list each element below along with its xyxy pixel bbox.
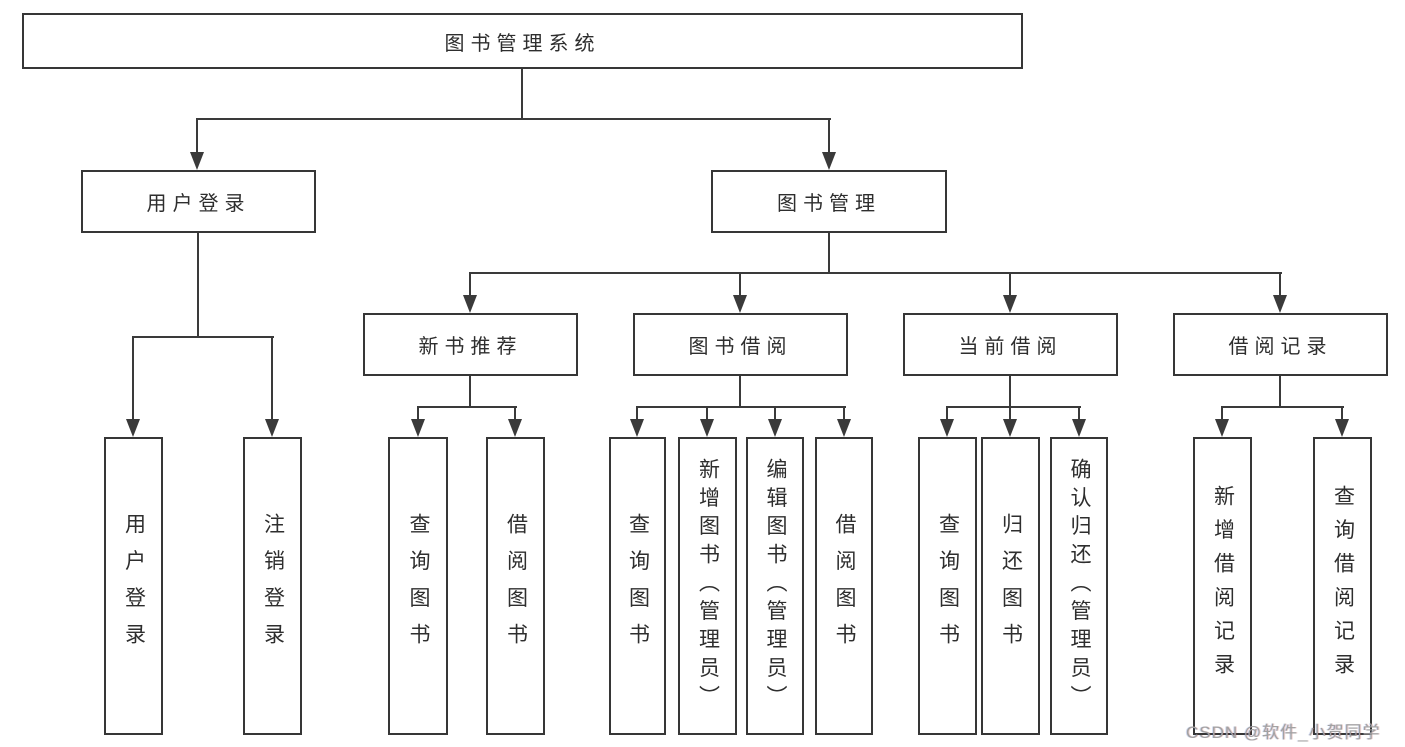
leaf-query-books-current: 查询图书 [918, 437, 977, 735]
connector-vline [828, 233, 830, 274]
node-label: 图书借阅 [688, 336, 793, 358]
connector-vline [417, 406, 419, 421]
arrow-down-icon [1003, 419, 1017, 437]
arrow-down-icon [508, 419, 522, 437]
connector-vline [132, 336, 134, 421]
leaf-edit-book-admin: 编辑图书（管理员） [746, 437, 804, 735]
connector-vline [196, 118, 198, 154]
connector-vline [271, 336, 273, 421]
connector-hline [1222, 406, 1344, 408]
connector-vline [1279, 376, 1281, 408]
connector-vline [828, 118, 830, 154]
connector-vline [197, 233, 199, 338]
leaf-user-login: 用户登录 [104, 437, 163, 735]
leaf-return-book: 归还图书 [981, 437, 1040, 735]
node-label: 图书管理系统 [444, 32, 601, 55]
connector-hline [637, 406, 846, 408]
leaf-confirm-return-admin: 确认归还（管理员） [1050, 437, 1108, 735]
connector-vline [739, 376, 741, 408]
arrow-down-icon [411, 419, 425, 437]
connector-vline [469, 376, 471, 408]
connector-vline [1221, 406, 1223, 421]
arrow-down-icon [733, 295, 747, 313]
connector-vline [1078, 406, 1080, 421]
node-label: 查询图书 [626, 512, 650, 660]
arrow-down-icon [837, 419, 851, 437]
connector-vline [521, 69, 523, 118]
arrow-down-icon [1003, 295, 1017, 313]
node-label: 新书推荐 [418, 336, 523, 358]
connector-vline [1009, 406, 1011, 421]
arrow-down-icon [768, 419, 782, 437]
connector-hline [197, 118, 831, 120]
leaf-query-books-recommend: 查询图书 [388, 437, 448, 735]
leaf-add-book-admin: 新增图书（管理员） [678, 437, 737, 735]
connector-hline [947, 406, 1081, 408]
arrow-down-icon [700, 419, 714, 437]
arrow-down-icon [126, 419, 140, 437]
node-label: 编辑图书（管理员） [764, 458, 788, 714]
node-label: 查询借阅记录 [1331, 485, 1355, 687]
csdn-watermark: CSDN @软件_小贺同学 [1186, 723, 1381, 742]
arrow-down-icon [940, 419, 954, 437]
arrow-down-icon [1273, 295, 1287, 313]
arrow-down-icon [265, 419, 279, 437]
arrow-down-icon [630, 419, 644, 437]
leaf-borrow-books-recommend: 借阅图书 [486, 437, 545, 735]
node-label: 图书管理 [777, 193, 881, 215]
node-label: 归还图书 [999, 512, 1023, 660]
connector-vline [843, 406, 845, 421]
node-label: 新增借阅记录 [1211, 485, 1235, 687]
node-label: 用户登录 [146, 193, 251, 215]
leaf-query-borrow-record: 查询借阅记录 [1313, 437, 1372, 735]
arrow-down-icon [1215, 419, 1229, 437]
node-borrowing-records: 借阅记录 [1173, 313, 1388, 376]
connector-vline [946, 406, 948, 421]
leaf-add-borrow-record: 新增借阅记录 [1193, 437, 1252, 735]
connector-hline [133, 336, 274, 338]
node-label: 借阅图书 [504, 512, 528, 660]
node-new-book-recommendation: 新书推荐 [363, 313, 578, 376]
connector-vline [1009, 376, 1011, 408]
node-label: 注销登录 [261, 512, 285, 660]
node-label: 当前借阅 [958, 336, 1063, 358]
node-book-management-branch: 图书管理 [711, 170, 947, 233]
arrow-down-icon [822, 152, 836, 170]
leaf-logout: 注销登录 [243, 437, 302, 735]
node-label: 借阅记录 [1228, 336, 1333, 358]
connector-vline [1279, 272, 1281, 297]
arrow-down-icon [190, 152, 204, 170]
connector-hline [470, 272, 1282, 274]
node-user-login-branch: 用户登录 [81, 170, 316, 233]
node-label: 借阅图书 [833, 512, 857, 660]
node-label: 查询图书 [936, 512, 960, 660]
node-label: 查询图书 [407, 512, 431, 660]
leaf-query-books-borrowing: 查询图书 [609, 437, 666, 735]
connector-vline [636, 406, 638, 421]
node-current-borrowing: 当前借阅 [903, 313, 1118, 376]
node-label: 用户登录 [122, 512, 146, 660]
arrow-down-icon [463, 295, 477, 313]
connector-vline [469, 272, 471, 297]
connector-hline [418, 406, 517, 408]
connector-vline [739, 272, 741, 297]
node-book-borrowing: 图书借阅 [633, 313, 848, 376]
connector-vline [1009, 272, 1011, 297]
node-label: 新增图书（管理员） [696, 458, 720, 714]
node-label: 确认归还（管理员） [1068, 458, 1092, 714]
connector-vline [706, 406, 708, 421]
connector-vline [1341, 406, 1343, 421]
connector-vline [514, 406, 516, 421]
node-library-management-system: 图书管理系统 [22, 13, 1023, 69]
leaf-borrow-books: 借阅图书 [815, 437, 873, 735]
arrow-down-icon [1072, 419, 1086, 437]
connector-vline [774, 406, 776, 421]
arrow-down-icon [1335, 419, 1349, 437]
